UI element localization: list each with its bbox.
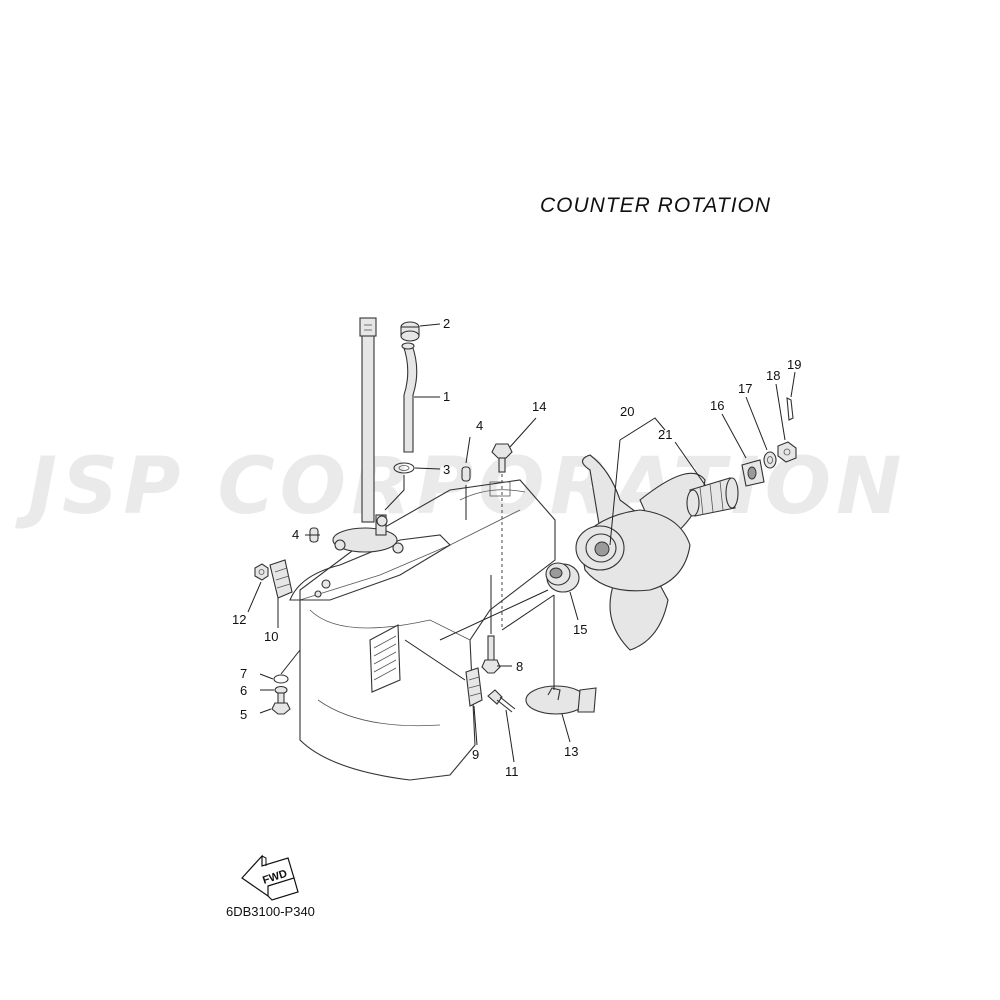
label-part-6: 6 [240, 683, 247, 698]
part-17-washer [763, 451, 777, 469]
part-19-cotter-pin [786, 397, 794, 421]
label-part-11: 11 [505, 764, 519, 779]
part-7-washer [273, 674, 289, 684]
part-9-anode [465, 667, 483, 707]
part-20-propeller [575, 454, 706, 651]
drive-shaft [359, 317, 377, 523]
label-part-20: 20 [620, 404, 634, 419]
label-part-18: 18 [766, 368, 780, 383]
label-part-2: 2 [443, 316, 450, 331]
label-part-7: 7 [240, 666, 247, 681]
label-part-21: 21 [658, 427, 672, 442]
document-id: 6DB3100-P340 [226, 904, 315, 919]
label-part-5: 5 [240, 707, 247, 722]
part-16-washer [741, 459, 765, 487]
part-18-nut [777, 441, 797, 463]
part-13-anode [525, 685, 597, 715]
label-part-3: 3 [443, 462, 450, 477]
label-part-8: 8 [516, 659, 523, 674]
label-part-19: 19 [787, 357, 801, 372]
label-part-10: 10 [264, 629, 278, 644]
label-part-13: 13 [564, 744, 578, 759]
label-part-4-lower: 4 [292, 527, 299, 542]
label-part-12: 12 [232, 612, 246, 627]
label-part-15: 15 [573, 622, 587, 637]
part-10-anode [269, 559, 293, 599]
label-part-17: 17 [738, 381, 752, 396]
gear-case [289, 479, 556, 781]
water-intake-grille [369, 624, 401, 693]
part-1-water-tube [401, 342, 418, 453]
label-part-14: 14 [532, 399, 546, 414]
label-part-1: 1 [443, 389, 450, 404]
part-number-labels: 2 1 3 4 4 14 10 12 7 6 5 8 9 11 13 15 20… [232, 316, 801, 779]
part-8-bolt [481, 635, 501, 674]
diagram-title: COUNTER ROTATION [540, 194, 772, 217]
label-part-9: 9 [472, 747, 479, 762]
part-14-bolt [491, 443, 513, 473]
part-3-seal [393, 462, 415, 474]
part-5-screw [271, 692, 291, 715]
part-4-dowel-pin-b [461, 466, 471, 482]
part-21-spacer [686, 477, 739, 517]
leader-lines [247, 323, 796, 763]
part-12-nut [254, 563, 269, 581]
label-part-4-upper: 4 [476, 418, 483, 433]
part-15-thrust-washer [545, 562, 580, 593]
part-2-grommet [400, 321, 420, 342]
fwd-arrow-icon: FWD [241, 854, 299, 901]
label-part-16: 16 [710, 398, 724, 413]
part-11-bolt [487, 689, 516, 713]
